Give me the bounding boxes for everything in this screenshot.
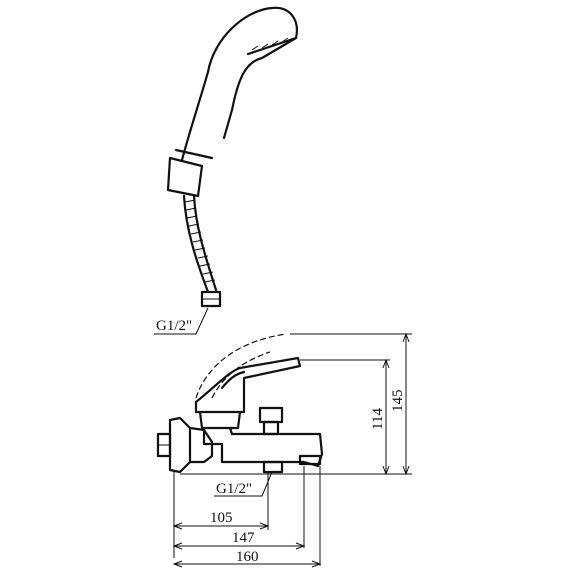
dim-147-label: 147	[232, 530, 255, 546]
shower-hose	[182, 194, 218, 294]
dim-147-arrows	[172, 542, 306, 550]
shower-face	[246, 36, 298, 56]
dim-114-label: 114	[370, 408, 386, 430]
mixer-lever	[194, 356, 302, 404]
dim-105-label: 105	[210, 510, 233, 526]
shower-holder	[166, 156, 204, 198]
shower-outlet	[262, 460, 284, 474]
hose-coils	[184, 199, 216, 283]
dim-114-arrows	[382, 358, 390, 476]
dim-145-arrows	[402, 332, 410, 476]
cartridge-base	[198, 410, 242, 430]
dim-160-arrows	[172, 560, 322, 568]
hose-thread-label: G1/2"	[156, 318, 192, 334]
hand-shower	[154, 6, 298, 335]
shower-head-outline	[206, 6, 298, 140]
hose-thread-leader	[154, 307, 209, 335]
spout-outlet	[298, 454, 322, 466]
dim-105-arrows	[172, 522, 270, 530]
dim-145-label: 145	[390, 390, 406, 413]
lever-inner	[220, 370, 246, 390]
inlet-thread-leader	[214, 471, 273, 497]
inlet-nut	[156, 432, 172, 458]
dimension-lines	[172, 332, 412, 568]
inlet-thread-label: G1/2"	[216, 481, 252, 497]
wall-eccentric	[188, 426, 214, 464]
shower-nozzles	[251, 37, 289, 51]
cartridge-body	[194, 396, 246, 414]
holder-top	[174, 148, 214, 160]
lever-raised-dashed	[195, 333, 287, 399]
bath-mixer	[156, 333, 324, 474]
diverter-knob	[258, 406, 284, 424]
shower-handle	[180, 70, 210, 162]
wall-flange	[168, 416, 192, 474]
dim-160-label: 160	[236, 549, 259, 565]
diverter-stem	[262, 420, 280, 436]
